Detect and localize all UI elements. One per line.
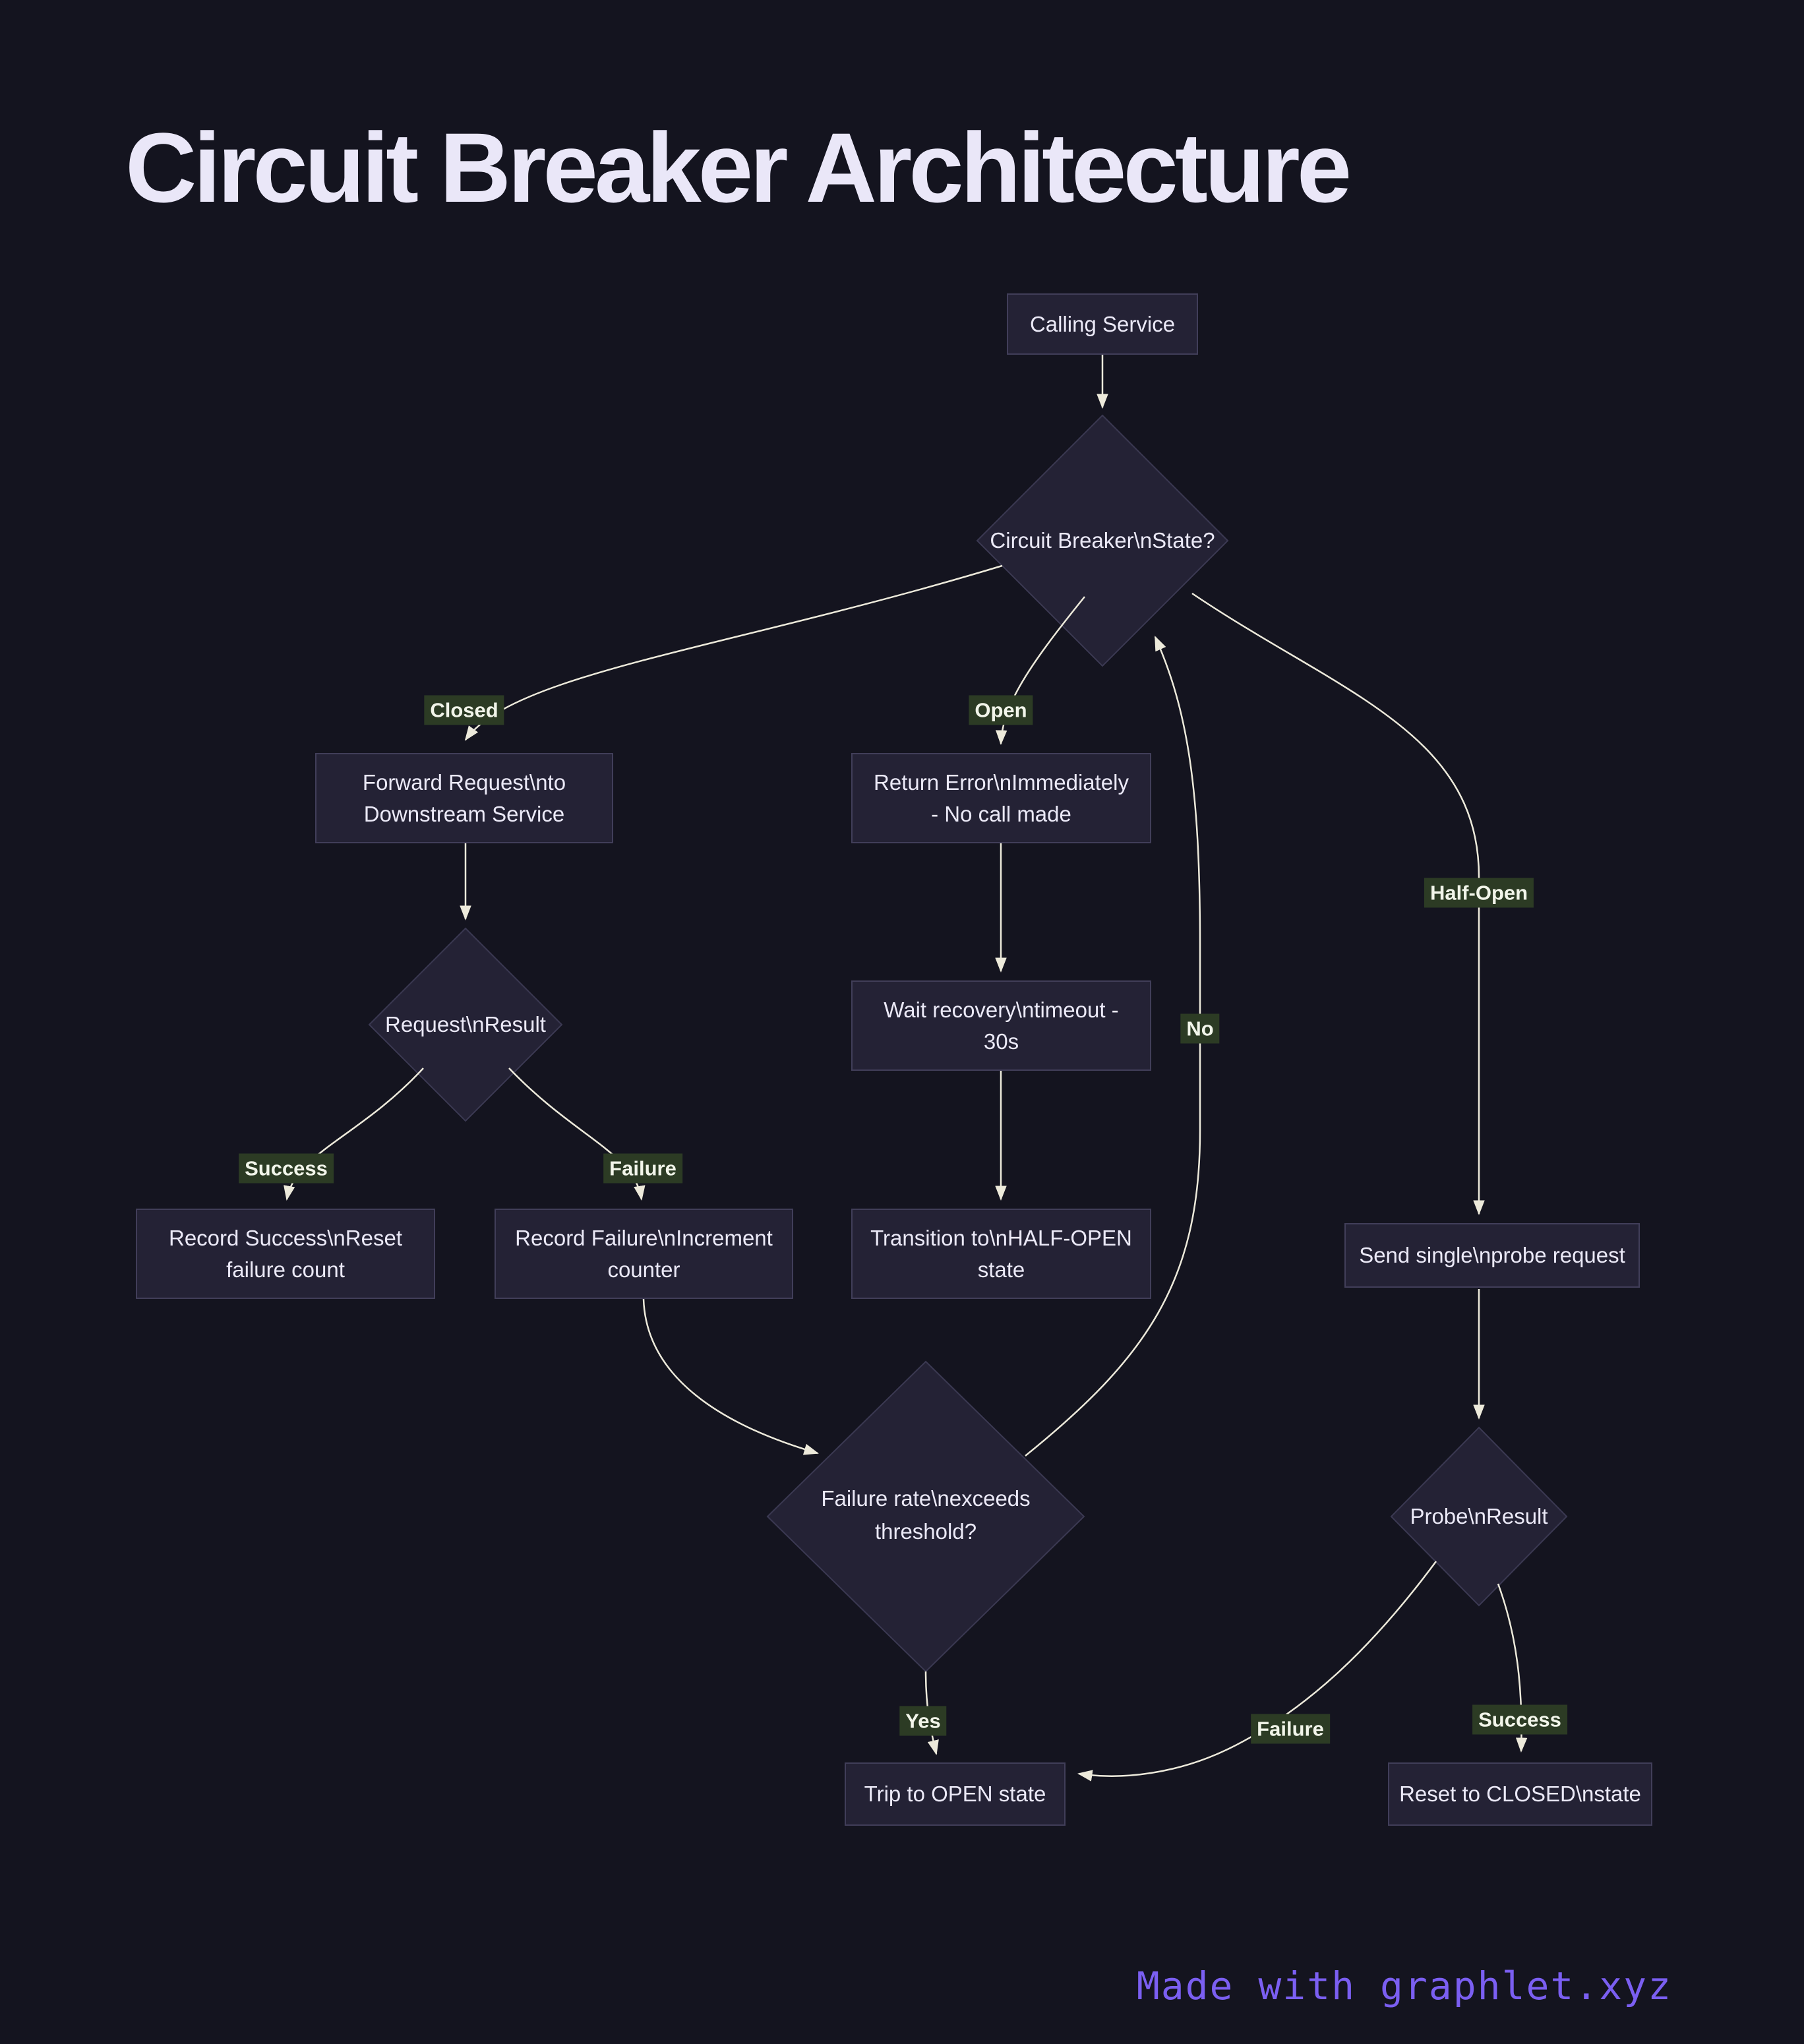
diamond-probe-result [1390, 1426, 1568, 1607]
footer-credit: Made with graphlet.xyz [1136, 1964, 1672, 2008]
node-record-failure: Record Failure\nIncrement counter [495, 1209, 793, 1299]
edge-record-failure-to-rate [642, 1298, 819, 1455]
edge-probe-failure-to-trip [1077, 1561, 1437, 1782]
edge-label-closed: Closed [424, 695, 504, 725]
diamond-text-probe-result: Probe\nResult [1410, 1504, 1548, 1528]
edge-label-half-open: Half-Open [1424, 878, 1534, 908]
node-wait-recovery: Wait recovery\ntimeout - 30s [851, 980, 1151, 1071]
node-return-error: Return Error\nImmediately - No call made [851, 753, 1151, 843]
node-record-success: Record Success\nReset failure count [136, 1209, 435, 1299]
node-send-probe: Send single\nprobe request [1344, 1223, 1640, 1288]
edge-label-yes: Yes [899, 1706, 947, 1736]
edge-label-success: Success [239, 1153, 334, 1184]
edge-rate-no-to-state [1025, 636, 1201, 1457]
node-calling-service: Calling Service [1007, 293, 1198, 355]
diamond-circuit-breaker-state [976, 414, 1229, 667]
edge-label-no: No [1180, 1013, 1220, 1044]
node-reset-closed: Reset to CLOSED\nstate [1388, 1762, 1652, 1826]
edge-state-to-return-open [995, 596, 1085, 745]
node-transition-half-open: Transition to\nHALF-OPEN state [851, 1209, 1151, 1299]
diamond-text-circuit-breaker-state: Circuit Breaker\nState? [990, 528, 1215, 553]
diagram-title: Circuit Breaker Architecture [125, 112, 1352, 223]
node-trip-open: Trip to OPEN state [845, 1762, 1066, 1826]
edge-label-probe-success: Success [1472, 1704, 1567, 1735]
diamond-text-request-result: Request\nResult [385, 1012, 546, 1037]
edge-label-open: Open [969, 695, 1033, 725]
node-forward-request: Forward Request\nto Downstream Service [315, 753, 613, 843]
edge-state-to-forward-closed [464, 564, 1003, 741]
edge-state-to-probe-half-open [1191, 592, 1485, 1216]
edge-label-failure: Failure [603, 1153, 682, 1184]
edge-label-probe-failure: Failure [1251, 1714, 1330, 1744]
diamond-text-failure-rate: Failure rate\nexceeds threshold? [821, 1486, 1031, 1544]
